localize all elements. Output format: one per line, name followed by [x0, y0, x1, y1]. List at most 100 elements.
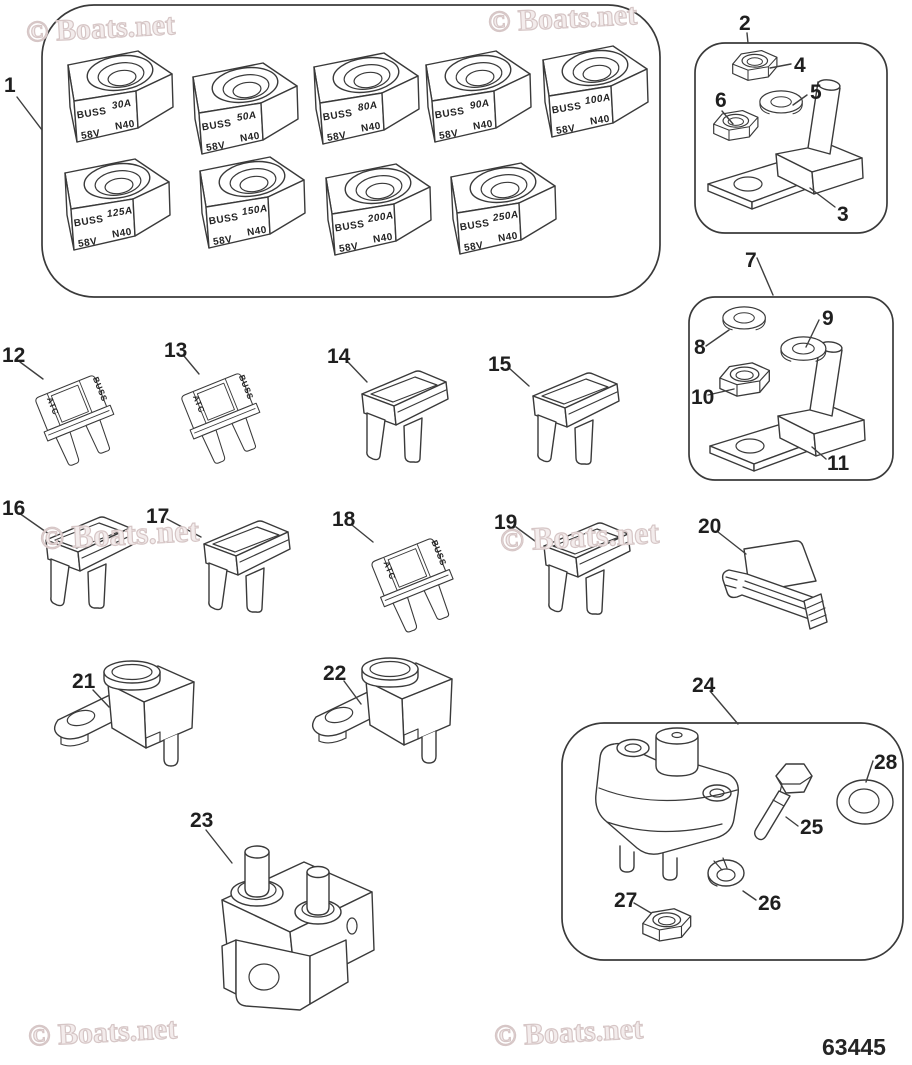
callout-26: 26: [758, 892, 781, 915]
callout-3: 3: [837, 203, 849, 226]
maxi-fuse-15: [532, 372, 620, 465]
callout-11: 11: [827, 452, 850, 475]
atc-fuse-18: ATC BUSS: [366, 535, 466, 638]
part-number: 63445: [822, 1034, 886, 1060]
fuse-code: N40: [360, 121, 381, 135]
hex-nut-27: [642, 908, 692, 942]
leader-3: [809, 187, 836, 208]
flat-washer-8: [722, 306, 766, 331]
callout-8: 8: [694, 336, 706, 359]
callout-6: 6: [715, 89, 727, 112]
fuse-150a: BUSS 150A 58V N40: [199, 156, 306, 249]
fuse-code: N40: [246, 225, 267, 239]
fuse-brand: BUSS: [208, 212, 239, 228]
callout-22: 22: [323, 662, 346, 685]
callout-14: 14: [327, 345, 351, 368]
callout-4: 4: [794, 54, 806, 77]
callout-25: 25: [800, 816, 824, 839]
leader-13: [183, 355, 200, 375]
callout-16: 16: [2, 497, 25, 520]
fuse-code: N40: [372, 232, 393, 246]
callout-12: 12: [2, 344, 25, 367]
leader-28: [865, 760, 874, 783]
leader-16: [18, 512, 50, 535]
group-box-2: [694, 42, 888, 234]
flat-washer-9: [780, 336, 827, 362]
leader-21: [92, 689, 110, 708]
callout-21: 21: [72, 670, 96, 693]
leader-18: [351, 524, 374, 543]
flat-washer-28: [836, 779, 894, 825]
leader-23: [205, 829, 233, 864]
hex-nut-6: [713, 109, 759, 141]
leader-15: [508, 367, 530, 387]
fuse-volt: 58V: [77, 236, 98, 250]
leader-1: [16, 96, 43, 131]
callout-2: 2: [739, 12, 751, 35]
fuse-volt: 58V: [555, 123, 576, 137]
maxi-fuse-14: [361, 370, 449, 463]
leader-8: [705, 329, 730, 347]
fuse-30a: BUSS 30A 58V N40: [67, 50, 174, 143]
leader-24: [709, 690, 739, 725]
group-box-1: [41, 4, 661, 298]
fuse-80a: BUSS 80A 58V N40: [313, 52, 420, 145]
leader-26: [742, 890, 757, 901]
leader-14: [346, 360, 368, 383]
callout-9: 9: [822, 307, 834, 330]
fuse-amp: 250A: [491, 209, 519, 224]
leader-11: [811, 446, 827, 460]
maxi-fuse-17: [203, 520, 291, 613]
callout-15: 15: [488, 353, 512, 376]
callout-13: 13: [164, 339, 187, 362]
fuse-amp: 30A: [111, 98, 132, 112]
circuit-breaker-23: [221, 845, 375, 1011]
leader-20: [717, 531, 747, 555]
leader-4: [769, 63, 792, 69]
leader-27: [633, 902, 652, 914]
fuse-amp: 80A: [357, 100, 378, 114]
fuse-amp: 200A: [366, 210, 394, 225]
atc-fuse-13: ATC BUSS: [176, 370, 273, 469]
fuse-code: N40: [589, 114, 610, 128]
callout-27: 27: [614, 889, 637, 912]
fuse-volt: 58V: [338, 241, 359, 255]
fuse-250a: BUSS 250A 58V N40: [450, 162, 557, 255]
callout-18: 18: [332, 508, 356, 531]
group-box-24: [561, 722, 904, 961]
fuse-volt: 58V: [326, 130, 347, 144]
fuse-code: N40: [114, 119, 135, 133]
fuse-100a: BUSS 100A 58V N40: [542, 45, 649, 138]
fuse-brand: BUSS: [73, 214, 104, 230]
fuse-brand: BUSS: [334, 219, 365, 235]
group-box-7: [688, 296, 894, 481]
fuse-brand: BUSS: [76, 106, 107, 122]
callout-24: 24: [692, 674, 716, 697]
fuse-90a: BUSS 90A 58V N40: [425, 50, 532, 143]
fuse-amp: 125A: [106, 205, 133, 220]
fuse-code: N40: [472, 119, 493, 133]
callout-5: 5: [810, 81, 822, 104]
fuse-brand: BUSS: [434, 106, 465, 122]
leader-19: [515, 526, 540, 545]
leader-17: [166, 518, 202, 538]
callout-20: 20: [698, 515, 721, 538]
callout-23: 23: [190, 809, 213, 832]
atc-fuse-12: ATC BUSS: [30, 372, 127, 471]
fuse-125a: BUSS 125A 58V N40: [64, 158, 171, 251]
fuse-brand: BUSS: [322, 108, 353, 124]
fuse-amp: 150A: [241, 203, 268, 218]
fuse-200a: BUSS 200A 58V N40: [325, 163, 432, 256]
lock-washer-26: [707, 857, 745, 887]
circuit-breaker-24: [595, 727, 739, 881]
fuse-code: N40: [239, 131, 260, 145]
callout-28: 28: [874, 751, 898, 774]
fuse-code: N40: [111, 227, 132, 241]
fuse-brand: BUSS: [459, 218, 490, 234]
leader-5: [792, 94, 808, 106]
callout-19: 19: [494, 511, 517, 534]
fuse-brand: BUSS: [551, 101, 582, 117]
fuse-volt: 58V: [463, 240, 484, 254]
leader-6: [721, 110, 734, 125]
